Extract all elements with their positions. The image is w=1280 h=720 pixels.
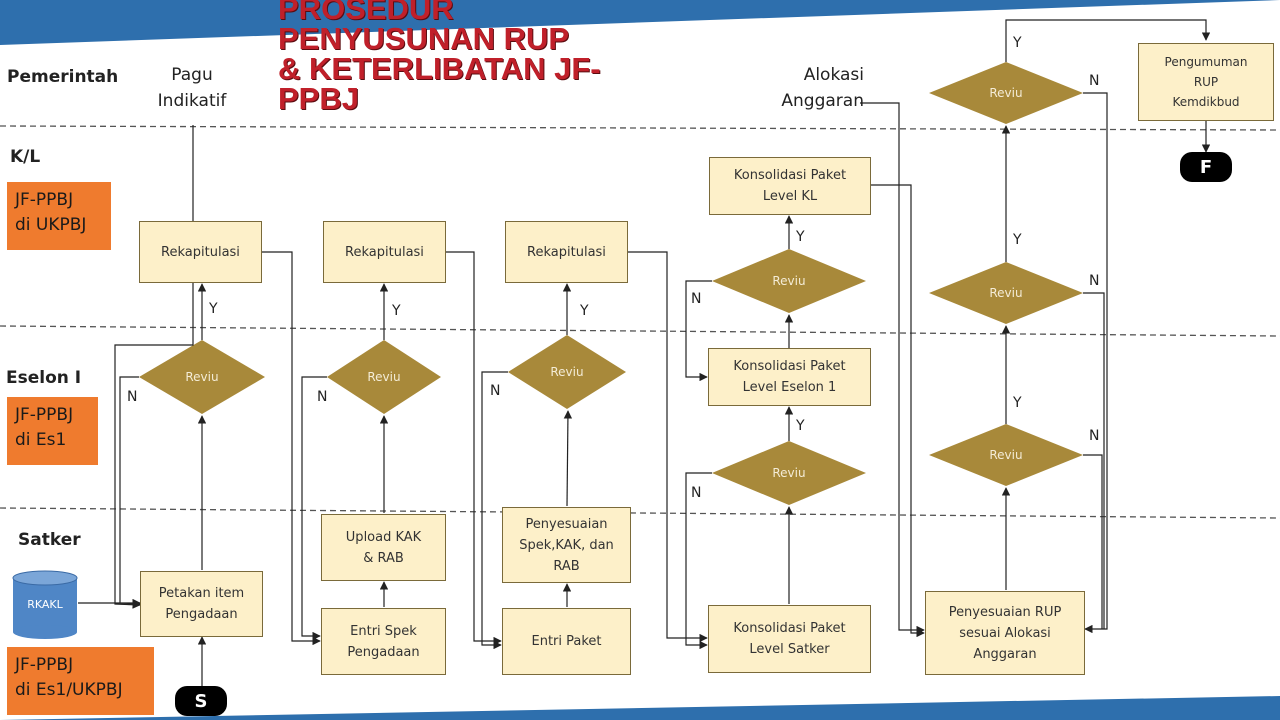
pengumuman-line-1: Pengumuman	[1164, 55, 1248, 69]
page-title: PROSEDUR PENYUSUNAN RUP & KETERLIBATAN J…	[278, 0, 698, 114]
role-box-es1: JF-PPBJ di Es1	[7, 397, 98, 465]
entri-spek-box: Entri Spek Pengadaan	[321, 608, 446, 675]
penyesuaian-rup-line-1: Penyesuaian RUP	[948, 604, 1062, 620]
reviu-diamond-2	[327, 340, 441, 414]
konsolidasi-kl-box: Konsolidasi Paket Level KL	[709, 157, 871, 215]
lane-label-eselon: Eselon I	[6, 368, 82, 388]
reviu-label-6: Reviu	[989, 86, 1023, 100]
petakan-line-1: Petakan item	[158, 586, 245, 601]
reviu-diamond-8	[929, 424, 1083, 486]
no-label-4: N	[691, 291, 702, 307]
pagu-indikatif-label: Pagu Indikatif	[146, 62, 238, 114]
role-ukpbj-line-1: JF-PPBJ	[15, 190, 74, 210]
entri-spek-line-1: Entri Spek	[350, 623, 417, 639]
kons-satker-line-2: Level Satker	[749, 642, 830, 657]
role-es1-ukpbj-line-1: JF-PPBJ	[15, 655, 74, 675]
pengumuman-line-3: Kemdikbud	[1172, 95, 1240, 109]
reviu-diamond-6	[929, 62, 1083, 124]
reviu-diamond-3	[508, 335, 626, 409]
yes-label-2: Y	[392, 303, 401, 319]
reviu-label-5: Reviu	[772, 466, 806, 480]
pagu-line-1: Pagu	[171, 65, 213, 85]
no-label-5: N	[691, 485, 702, 501]
upload-kak-line-2: & RAB	[363, 550, 404, 566]
konsolidasi-satker-box: Konsolidasi Paket Level Satker	[708, 605, 871, 673]
alokasi-anggaran-label: Alokasi Anggaran	[764, 62, 864, 114]
pengumuman-line-2: RUP	[1193, 75, 1219, 89]
no-label-1: N	[127, 389, 138, 405]
rkakl-database-icon	[12, 570, 78, 639]
reviu-label-7: Reviu	[989, 286, 1023, 300]
yes-label-4: Y	[796, 229, 805, 245]
role-es1-ukpbj-line-2: di Es1/UKPBJ	[15, 680, 123, 700]
no-label-2: N	[317, 389, 328, 405]
konsolidasi-eselon-box: Konsolidasi Paket Level Eselon 1	[708, 348, 871, 406]
penyesuaian-rup-line-2: sesuai Alokasi	[959, 625, 1051, 641]
penyesuaian-rup-line-3: Anggaran	[973, 646, 1037, 662]
kons-kl-line-1: Konsolidasi Paket	[733, 168, 847, 183]
pagu-line-2: Indikatif	[157, 91, 227, 111]
title-line-1: PROSEDUR	[278, 0, 454, 26]
lane-divider-eselon	[0, 325, 1280, 337]
rekapitulasi-box-3: Rekapitulasi	[505, 221, 628, 283]
pengumuman-rup-box: Pengumuman RUP Kemdikbud	[1138, 43, 1274, 121]
role-es1-line-1: JF-PPBJ	[15, 405, 74, 425]
petakan-item-box: Petakan item Pengadaan	[140, 571, 263, 637]
reviu-label-2: Reviu	[367, 370, 401, 384]
reviu-label-1: Reviu	[185, 370, 219, 384]
kons-es1-line-1: Konsolidasi Paket	[733, 359, 846, 374]
lane-label-pemerintah: Pemerintah	[7, 67, 119, 87]
finish-terminal: F	[1180, 152, 1232, 182]
yes-label-8: Y	[1013, 395, 1022, 411]
reviu-label-8: Reviu	[989, 448, 1023, 462]
lane-label-satker: Satker	[18, 530, 81, 550]
kons-es1-line-2: Level Eselon 1	[742, 380, 837, 395]
alokasi-line-1: Alokasi	[803, 65, 864, 85]
reviu-diamond-1	[139, 340, 265, 414]
upload-kak-line-1: Upload KAK	[345, 529, 422, 545]
no-label-3: N	[490, 383, 501, 399]
lane-divider-kl	[0, 125, 1280, 131]
yes-label-6: Y	[1013, 35, 1022, 51]
petakan-line-2: Pengadaan	[165, 607, 238, 622]
reviu-label-3: Reviu	[550, 365, 584, 379]
rkakl-label: RKAKL	[27, 598, 63, 611]
title-line-2: PENYUSUNAN RUP	[278, 21, 570, 56]
yes-label-1: Y	[209, 301, 218, 317]
no-label-7: N	[1089, 273, 1100, 289]
lane-divider-satker	[0, 507, 1280, 519]
no-label-8: N	[1089, 428, 1100, 444]
penyesuaian-spek-line-1: Penyesuaian	[525, 516, 608, 532]
role-es1-line-2: di Es1	[15, 430, 67, 450]
kons-satker-line-1: Konsolidasi Paket	[733, 621, 846, 636]
lane-label-kl: K/L	[10, 147, 41, 167]
yes-label-7: Y	[1013, 232, 1022, 248]
penyesuaian-spek-line-3: RAB	[553, 558, 580, 574]
role-box-es1-ukpbj: JF-PPBJ di Es1/UKPBJ	[7, 647, 154, 715]
penyesuaian-spek-box: Penyesuaian Spek,KAK, dan RAB	[502, 507, 631, 583]
role-box-ukpbj: JF-PPBJ di UKPBJ	[7, 182, 111, 250]
kons-kl-line-2: Level KL	[762, 189, 818, 204]
start-terminal: S	[175, 686, 227, 716]
title-line-3: & KETERLIBATAN JF-	[278, 51, 601, 86]
alokasi-line-2: Anggaran	[781, 91, 864, 111]
reviu-label-4: Reviu	[772, 274, 806, 288]
reviu-diamond-7	[929, 262, 1083, 324]
no-label-6: N	[1089, 73, 1100, 89]
rekapitulasi-box-1: Rekapitulasi	[139, 221, 262, 283]
upload-kak-box: Upload KAK & RAB	[321, 514, 446, 581]
entri-paket-box: Entri Paket	[502, 608, 631, 675]
penyesuaian-spek-line-2: Spek,KAK, dan	[519, 537, 614, 553]
yes-label-5: Y	[796, 418, 805, 434]
rekapitulasi-box-2: Rekapitulasi	[323, 221, 446, 283]
entri-spek-line-2: Pengadaan	[347, 644, 420, 660]
penyesuaian-rup-box: Penyesuaian RUP sesuai Alokasi Anggaran	[925, 591, 1085, 675]
title-line-4: PPBJ	[278, 81, 359, 116]
reviu-diamond-5	[712, 441, 866, 505]
yes-label-3: Y	[580, 303, 589, 319]
role-ukpbj-line-2: di UKPBJ	[15, 215, 87, 235]
reviu-diamond-4	[712, 249, 866, 313]
